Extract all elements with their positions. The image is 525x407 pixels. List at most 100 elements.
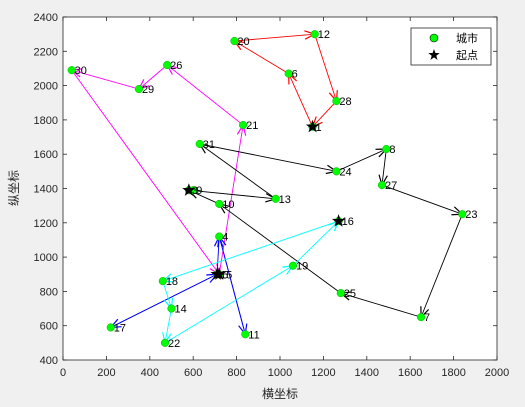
x-tick-label: 1800 (441, 367, 465, 379)
x-tick-label: 200 (97, 367, 115, 379)
route-segment (188, 189, 276, 200)
city-point (160, 338, 170, 347)
city-label: 22 (168, 338, 180, 350)
city-label: 9 (196, 185, 202, 197)
y-tick-label: 2200 (34, 46, 58, 58)
y-tick-label: 400 (40, 355, 58, 367)
city-point (377, 181, 387, 190)
city-label: 20 (237, 36, 249, 48)
city-label: 24 (339, 166, 351, 178)
x-axis-title: 横坐标 (262, 387, 298, 401)
city-point (106, 323, 115, 332)
route-segment (218, 236, 246, 335)
city-label: 26 (170, 60, 182, 72)
y-tick-label: 2000 (34, 81, 58, 93)
start-point-star (331, 214, 346, 227)
city-label: 15 (220, 269, 232, 281)
city-point (288, 261, 298, 270)
route-segment (164, 265, 294, 344)
x-tick-label: 800 (227, 367, 245, 379)
y-tick-label: 1800 (34, 115, 58, 127)
x-tick-label: 0 (60, 367, 66, 379)
city-label: 25 (344, 288, 356, 300)
x-tick-label: 1600 (398, 367, 422, 379)
city-label: 11 (248, 329, 259, 341)
y-tick-label: 2400 (34, 12, 58, 24)
legend: 城市 起点 (410, 27, 492, 66)
legend-city-marker (429, 33, 439, 43)
city-label: 19 (296, 261, 308, 273)
plot-area (63, 17, 497, 360)
route-segment (199, 143, 337, 172)
route-segment (218, 203, 342, 294)
points-layer (67, 30, 467, 347)
city-label: 6 (292, 69, 298, 81)
x-tick-label: 1400 (355, 367, 379, 379)
city-point (458, 210, 467, 219)
city-point (134, 84, 143, 94)
city-point (336, 289, 345, 298)
y-tick-label: 800 (40, 286, 58, 298)
city-label: 13 (279, 194, 291, 206)
city-label: 14 (175, 304, 187, 316)
city-label: 1 (316, 122, 322, 134)
city-label: 18 (166, 276, 178, 288)
city-point (215, 199, 224, 208)
city-label: 31 (203, 139, 215, 151)
city-point (230, 36, 239, 46)
route-segment (138, 64, 168, 90)
y-tick-label: 1000 (34, 252, 58, 264)
city-point (195, 139, 204, 148)
route-segment (292, 220, 339, 266)
city-label: 23 (465, 209, 477, 221)
route-segment (340, 292, 422, 318)
route-segment (166, 64, 244, 126)
legend-start-label: 起点 (456, 49, 478, 62)
city-label: 30 (75, 65, 87, 77)
city-label: 3 (192, 185, 198, 197)
city-point (163, 60, 172, 70)
route-segment (71, 69, 220, 275)
city-point (417, 313, 426, 322)
route-segment (199, 143, 276, 200)
city-point (382, 145, 391, 154)
route-segment (234, 33, 315, 42)
start-point-star (182, 183, 196, 196)
route-segment (234, 40, 289, 74)
city-point (215, 232, 224, 241)
route-segment (164, 308, 172, 343)
start-point-star (305, 119, 320, 133)
route-segment (288, 73, 313, 127)
x-tick-label: 600 (184, 367, 202, 379)
route-segment (381, 184, 463, 215)
start-point-star (210, 267, 224, 280)
route-segment (162, 280, 172, 309)
route-segment (110, 273, 218, 328)
city-label: 12 (318, 29, 330, 41)
legend-start-marker (428, 49, 440, 60)
city-label: 17 (114, 322, 126, 334)
city-point (167, 304, 176, 313)
city-label: 10 (222, 199, 234, 211)
city-label: 21 (246, 120, 258, 132)
city-point (239, 120, 248, 130)
route-segment (312, 100, 337, 128)
city-label: 16 (342, 216, 354, 228)
y-axis-title: 纵坐标 (7, 170, 21, 206)
city-point (284, 69, 293, 78)
city-label: 28 (339, 96, 351, 108)
city-label: 5 (222, 269, 228, 281)
y-tick-label: 1600 (34, 149, 58, 161)
legend-city-label: 城市 (456, 31, 478, 45)
route-segment (162, 220, 339, 282)
x-tick-label: 1000 (268, 367, 292, 379)
x-tick-label: 2000 (485, 367, 509, 379)
x-tick-label: 400 (141, 367, 159, 379)
route-segment (218, 124, 244, 275)
city-point (158, 277, 167, 286)
city-label: 8 (389, 144, 395, 156)
city-label: 4 (222, 232, 228, 244)
route-segment (336, 148, 387, 172)
